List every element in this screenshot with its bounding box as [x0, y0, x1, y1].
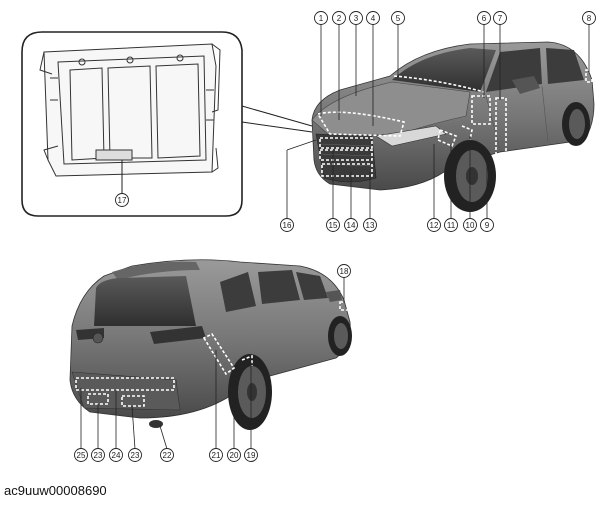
- callout-11: 11: [444, 218, 458, 232]
- callout-1: 1: [314, 11, 328, 25]
- callout-23: 23: [91, 448, 105, 462]
- callout-5: 5: [391, 11, 405, 25]
- callout-circle: [91, 448, 105, 462]
- callout-number: 24: [112, 451, 121, 460]
- callout-number: 23: [131, 451, 140, 460]
- callout-number: 15: [329, 221, 338, 230]
- callout-number: 18: [340, 267, 349, 276]
- callout-7: 7: [493, 11, 507, 25]
- callout-circle: [160, 448, 174, 462]
- callout-24: 24: [109, 448, 123, 462]
- callout-number: 17: [118, 196, 127, 205]
- callout-number: 6: [482, 14, 487, 23]
- callout-17: 17: [115, 193, 129, 207]
- callout-number: 2: [337, 14, 342, 23]
- callout-6: 6: [477, 11, 491, 25]
- callout-circle: [209, 448, 223, 462]
- callout-number: 20: [230, 451, 239, 460]
- callout-number: 22: [163, 451, 172, 460]
- callout-14: 14: [344, 218, 358, 232]
- callout-number: 12: [430, 221, 439, 230]
- callout-number: 8: [587, 14, 592, 23]
- callout-number: 9: [485, 221, 490, 230]
- vehicle-front-view: [311, 41, 595, 212]
- callout-circle: [74, 448, 88, 462]
- callout-circle: [444, 218, 458, 232]
- callout-25: 25: [74, 448, 88, 462]
- callout-circle: [115, 193, 129, 207]
- callout-4: 4: [366, 11, 380, 25]
- callout-circle: [244, 448, 258, 462]
- callout-circle: [363, 218, 377, 232]
- callout-number: 5: [396, 14, 401, 23]
- callout-circle: [109, 448, 123, 462]
- callout-23: 23: [128, 448, 142, 462]
- callout-circle: [344, 218, 358, 232]
- callout-2: 2: [332, 11, 346, 25]
- callout-circle: [477, 11, 491, 25]
- callout-15: 15: [326, 218, 340, 232]
- callout-18: 18: [337, 264, 351, 278]
- callout-number: 3: [354, 14, 359, 23]
- callout-circle: [280, 218, 294, 232]
- vehicle-rear-view: [69, 259, 352, 430]
- callout-circle: [391, 11, 405, 25]
- callout-number: 11: [447, 221, 456, 230]
- callout-number: 23: [94, 451, 103, 460]
- callout-16: 16: [280, 218, 294, 232]
- callout-number: 21: [212, 451, 221, 460]
- callout-number: 19: [247, 451, 256, 460]
- callout-circle: [366, 11, 380, 25]
- callout-9: 9: [480, 218, 494, 232]
- callout-8: 8: [582, 11, 596, 25]
- callout-13: 13: [363, 218, 377, 232]
- callout-circle: [128, 448, 142, 462]
- callout-number: 25: [77, 451, 86, 460]
- callout-number: 1: [319, 14, 324, 23]
- radiator-support-frame-drawing: [39, 43, 221, 196]
- callout-circle: [337, 264, 351, 278]
- callout-circle: [332, 11, 346, 25]
- callout-number: 13: [366, 221, 375, 230]
- callout-circle: [493, 11, 507, 25]
- callout-circle: [463, 218, 477, 232]
- callout-number: 7: [498, 14, 503, 23]
- callout-number: 4: [371, 14, 376, 23]
- callout-circle: [227, 448, 241, 462]
- callout-number: 14: [347, 221, 356, 230]
- callout-22: 22: [160, 448, 174, 462]
- callout-number: 16: [283, 221, 292, 230]
- callout-circle: [480, 218, 494, 232]
- callout-circle: [582, 11, 596, 25]
- callout-circle: [427, 218, 441, 232]
- figure-code: ac9uuw00008690: [4, 483, 107, 498]
- callout-circle: [349, 11, 363, 25]
- callout-number: 10: [466, 221, 475, 230]
- callout-12: 12: [427, 218, 441, 232]
- callout-10: 10: [463, 218, 477, 232]
- leader-lines: [80, 24, 590, 450]
- callout-3: 3: [349, 11, 363, 25]
- callout-circle: [326, 218, 340, 232]
- callout-19: 19: [244, 448, 258, 462]
- callout-circle: [314, 11, 328, 25]
- callout-21: 21: [209, 448, 223, 462]
- callout-20: 20: [227, 448, 241, 462]
